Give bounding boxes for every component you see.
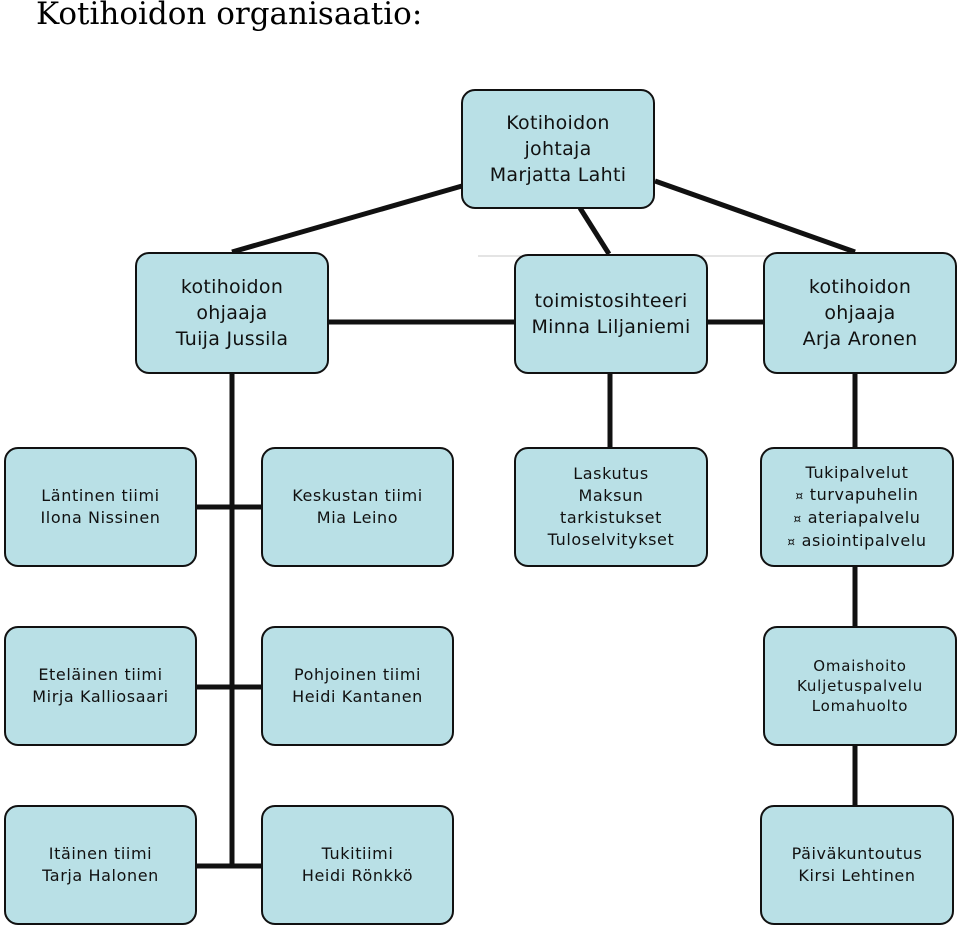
node-text-line: Laskutus — [573, 464, 649, 483]
node-text-line: Lomahuolto — [811, 697, 909, 715]
connector-director-secretary — [577, 206, 612, 256]
node-text-line: Ilona Nissinen — [40, 508, 161, 527]
node-text-line: johtaja — [524, 138, 592, 160]
bullet-icon: ¤ — [787, 534, 796, 549]
node-text-line: Keskustan tiimi — [292, 486, 423, 505]
node-text-line: Tuloselvitykset — [547, 530, 675, 549]
node-tukipalvelut: Tukipalvelut¤turvapuhelin¤ateriapalvelu¤… — [760, 447, 954, 567]
bullet-item: ¤ turvapuhelin — [795, 484, 918, 507]
node-text-line: kotihoidon — [180, 276, 284, 298]
node-text-line: Päiväkuntoutus — [791, 844, 923, 863]
node-text-line: ohjaaja — [824, 302, 896, 324]
bullet-icon: ¤ — [793, 511, 802, 526]
connector-director-tuija — [231, 183, 463, 255]
node-text-line: Itäinen tiimi — [48, 844, 153, 863]
node-text-line: Heidi Kantanen — [292, 687, 423, 706]
bullet-item-text: asiointipalvelu — [801, 530, 927, 550]
node-text-line: Mirja Kalliosaari — [32, 687, 169, 706]
node-text-line: Läntinen tiimi — [41, 486, 160, 505]
bullet-item-text: ateriapalvelu — [807, 507, 921, 527]
node-text-line: kotihoidon — [808, 276, 912, 298]
node-text-line: Maksun — [578, 486, 644, 505]
node-text-line: Arja Aronen — [802, 328, 918, 350]
node-text-line: Kotihoidon — [506, 112, 610, 134]
page-title: Kotihoidon organisaatio: — [36, 0, 423, 32]
node-text-line: Minna Liljaniemi — [531, 316, 691, 338]
bullet-item-text: turvapuhelin — [809, 484, 919, 504]
node-text-line: Heidi Rönkkö — [301, 866, 414, 885]
node-text-line: Marjatta Lahti — [489, 164, 627, 186]
node-text-line: tarkistukset — [559, 508, 663, 527]
node-text-line: Eteläinen tiimi — [38, 665, 163, 684]
bullet-item: ¤ asiointipalvelu — [787, 530, 926, 553]
bullet-icon: ¤ — [795, 488, 804, 503]
bullet-item: ¤ ateriapalvelu — [793, 507, 920, 530]
node-text-line: Mia Leino — [316, 508, 399, 527]
node-text-line: Omaishoito — [813, 657, 907, 675]
node-heading: Tukipalvelut — [805, 462, 909, 482]
node-text-line: Pohjoinen tiimi — [293, 665, 422, 684]
node-text-line: Tarja Halonen — [42, 866, 159, 885]
node-text-line: ohjaaja — [196, 302, 268, 324]
node-text-line: Kirsi Lehtinen — [798, 866, 916, 885]
node-text-line: toimistosihteeri — [534, 290, 688, 312]
connector-director-arja — [654, 178, 856, 255]
node-text-line: Kuljetuspalvelu — [796, 677, 924, 695]
node-text-line: Tukitiimi — [321, 844, 394, 863]
node-text-line: Tuija Jussila — [175, 328, 289, 350]
